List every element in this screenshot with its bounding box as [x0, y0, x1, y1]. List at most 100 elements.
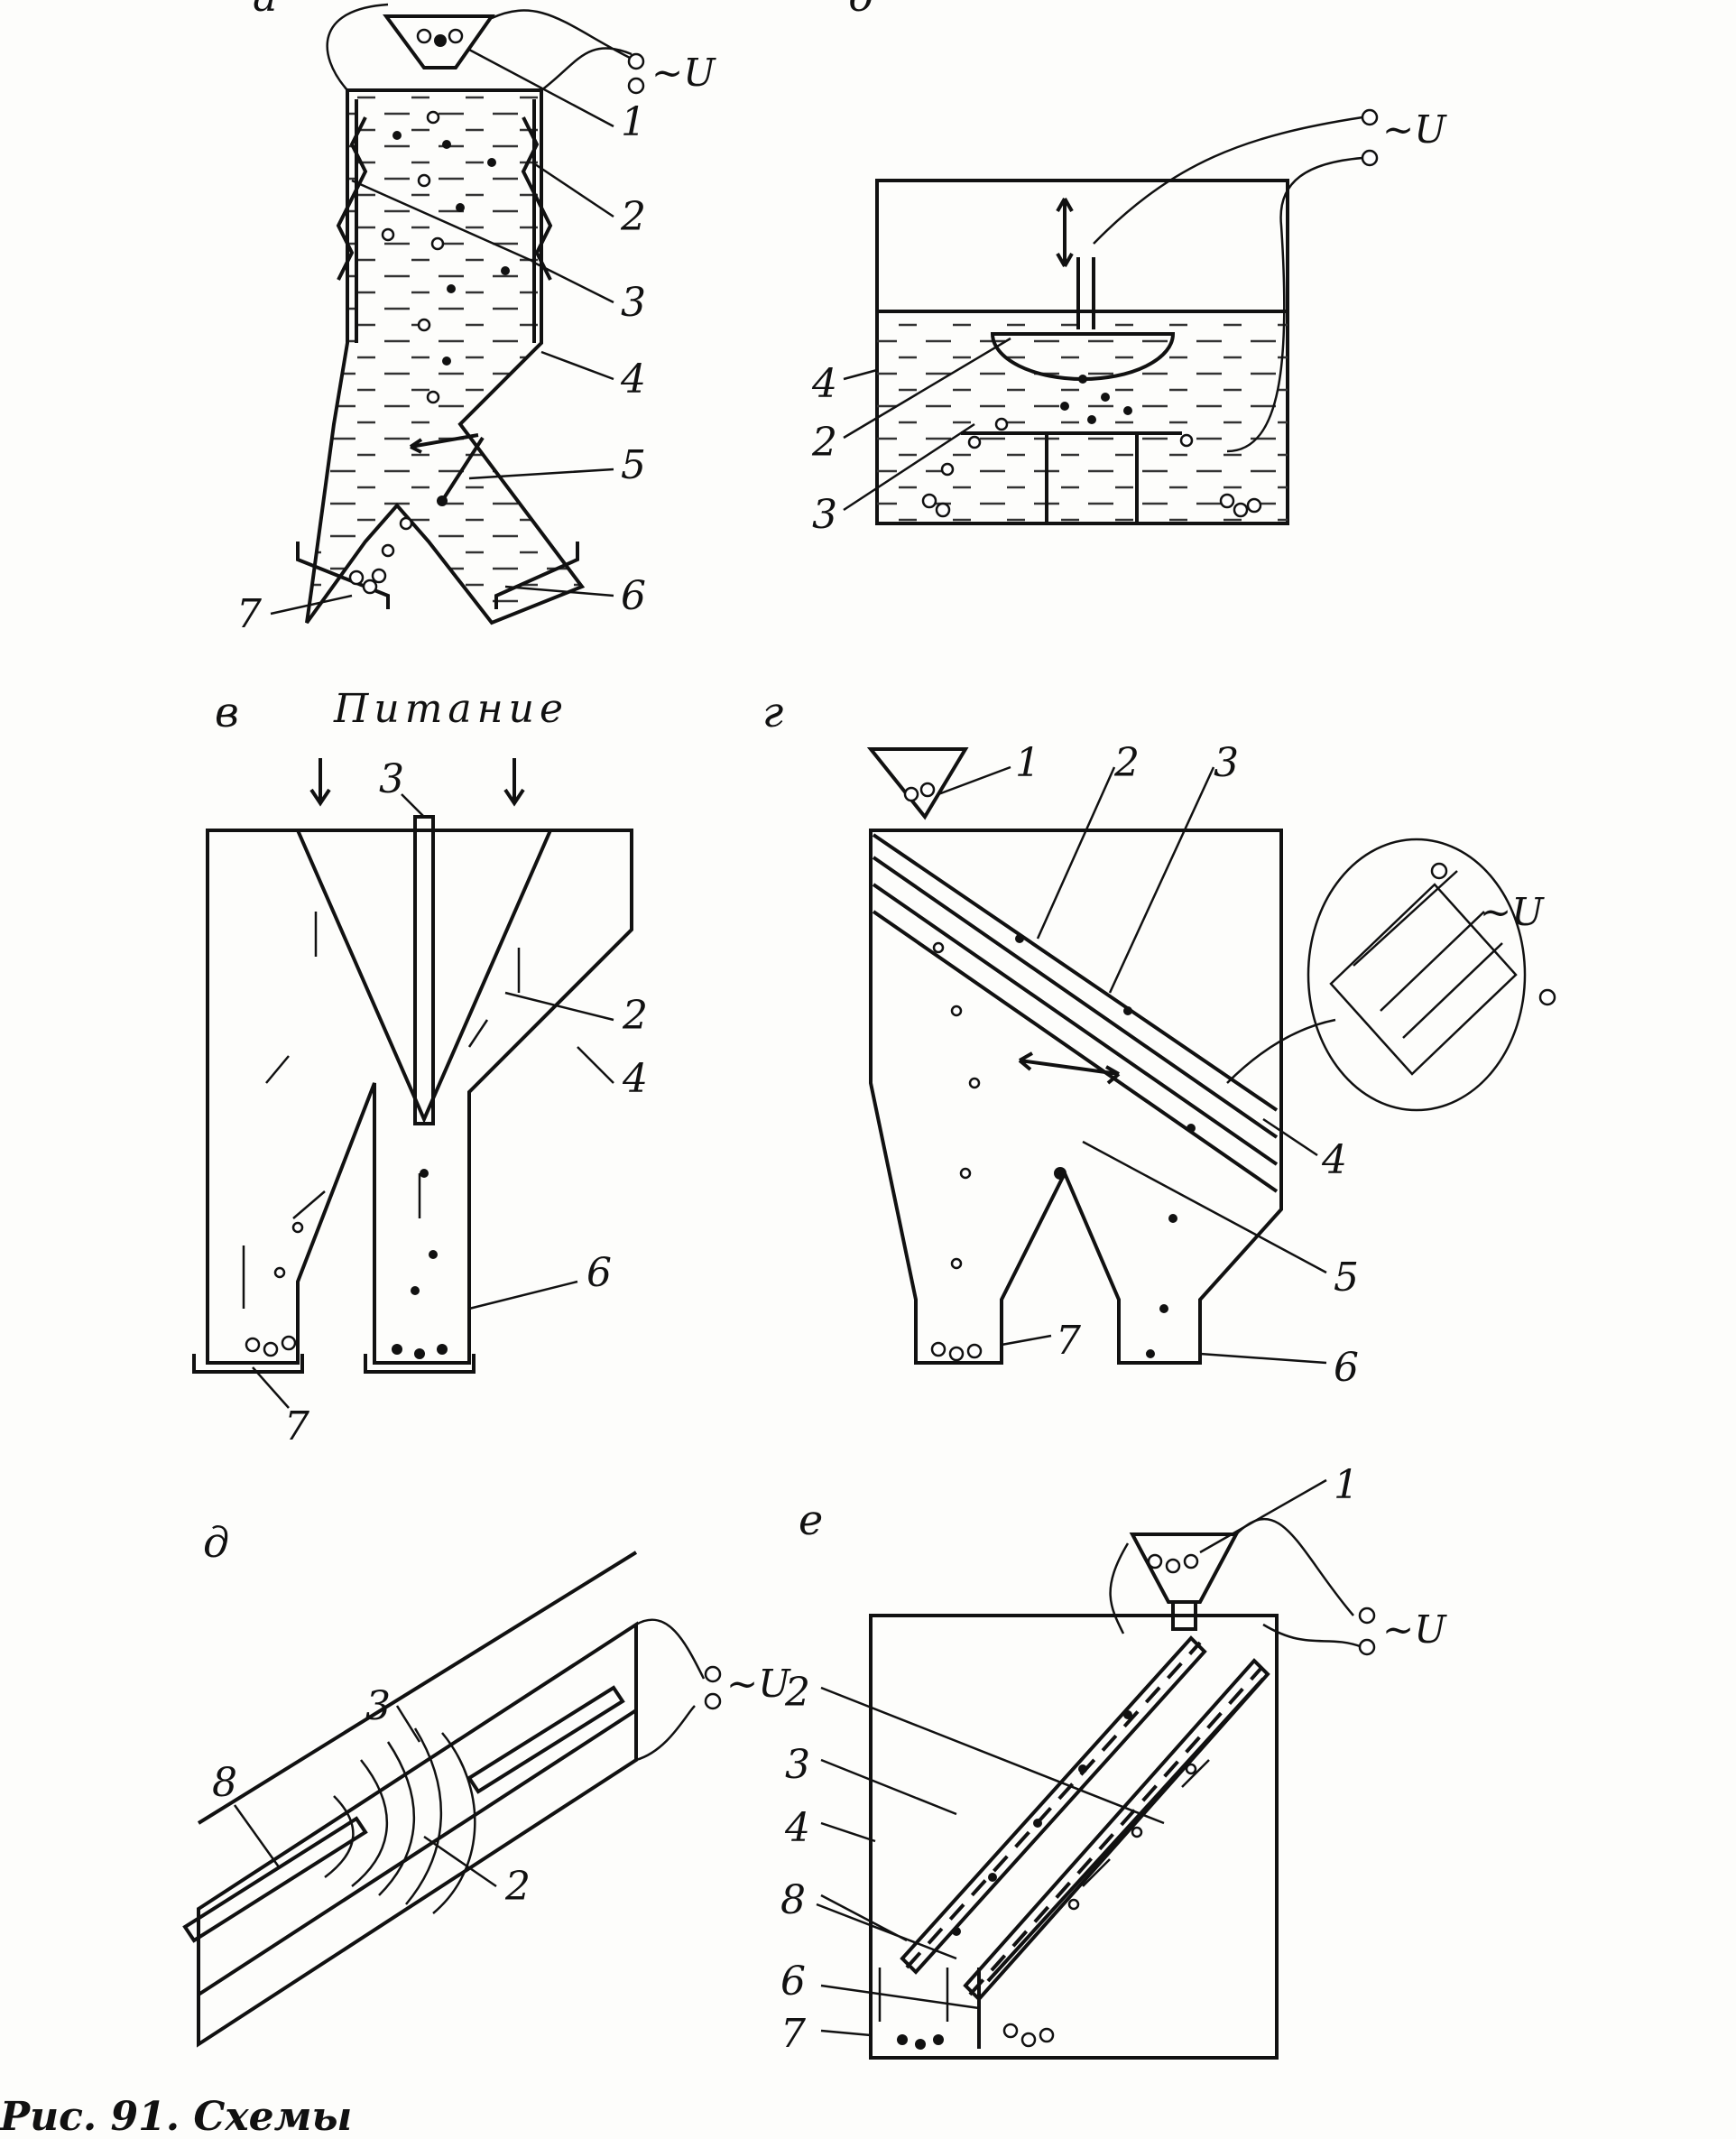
electrode-left [336, 99, 368, 343]
callout-g-6: 6 [1334, 1345, 1359, 1391]
panel-a-letter: а [253, 0, 277, 21]
electrode-right [521, 99, 553, 343]
callout-v-3: 3 [379, 756, 404, 802]
tank-body [206, 829, 633, 1365]
electrode-band-upper [905, 1641, 1202, 1969]
callout-e-2: 2 [784, 1670, 810, 1716]
callout-e-8: 8 [780, 1877, 806, 1923]
voltage-label-d: ~U [726, 1662, 791, 1706]
callout-e-4: 4 [784, 1805, 810, 1851]
callout-v-6: 6 [586, 1250, 612, 1296]
electrode-plates [872, 833, 1279, 1193]
field-lines [324, 1727, 476, 1914]
callout-g-2: 2 [1113, 740, 1140, 786]
pivot-point [1054, 1167, 1067, 1180]
pivot-point [437, 495, 448, 506]
callout-g-7: 7 [1056, 1318, 1081, 1364]
callout-v-7: 7 [284, 1403, 309, 1449]
callout-g-1: 1 [1015, 740, 1040, 786]
voltage-label-g: ~U [1480, 890, 1545, 934]
panel-b-letter: б [848, 0, 874, 21]
double-arrow-icon [1018, 1051, 1121, 1085]
feed-label: Питание [333, 686, 568, 732]
particles [921, 375, 1262, 518]
callout-d-2: 2 [504, 1864, 531, 1910]
panel-a-separator-diagram: а ~U 1 2 3 [236, 0, 716, 637]
wire-2 [1226, 156, 1363, 453]
vertical-arrow-icon [1056, 198, 1074, 267]
electrode-8-upper [900, 1635, 1207, 1975]
callout-a-2: 2 [620, 194, 646, 240]
callout-v-2: 2 [622, 993, 648, 1039]
collector-7 [296, 542, 390, 609]
callout-a-7: 7 [236, 591, 262, 637]
terminal-icon [627, 77, 645, 95]
particles [903, 782, 1196, 1362]
callout-e-3: 3 [785, 1742, 810, 1788]
power-wires [326, 3, 633, 91]
mesh-cone [294, 829, 554, 1124]
callout-a-1: 1 [621, 99, 646, 145]
voltage-label-b: ~U [1382, 107, 1447, 152]
collector-plate [961, 431, 1182, 523]
particles [348, 28, 510, 595]
electrode-8-lower [963, 1658, 1270, 2002]
voltage-label-a: ~U [651, 51, 716, 95]
wire-1 [1093, 116, 1363, 245]
terminal-icon [627, 52, 645, 70]
callout-b-2: 2 [811, 420, 837, 466]
particles [245, 1169, 448, 1359]
callout-a-5: 5 [621, 442, 646, 488]
callout-g-3: 3 [1214, 740, 1239, 786]
callout-b-4: 4 [811, 361, 837, 407]
callout-d-8: 8 [212, 1760, 237, 1806]
panel-v-letter: в [215, 688, 239, 736]
wires [635, 1618, 706, 1762]
panel-v-separator-diagram: в Питание 3 2 4 6 7 [192, 686, 648, 1449]
callout-v-4: 4 [622, 1056, 648, 1102]
electrode-rod [1076, 257, 1095, 329]
trough-edges [197, 1551, 638, 1996]
water-fill [877, 311, 1288, 523]
panel-d-separator-diagram: д ~U 3 8 2 [182, 1518, 791, 2048]
electrode-upper [466, 1685, 625, 1794]
separator-body [305, 88, 586, 625]
electrode-band-lower [968, 1666, 1263, 1996]
voltage-label-e: ~U [1382, 1607, 1447, 1652]
callout-g-4: 4 [1321, 1137, 1347, 1183]
splitter-flap [440, 436, 485, 503]
callout-e-7: 7 [780, 2011, 806, 2057]
collectors [192, 1354, 476, 1374]
callout-e-1: 1 [1334, 1462, 1359, 1508]
callout-b-3: 3 [812, 492, 837, 538]
callout-a-6: 6 [621, 573, 646, 619]
panel-b-separator-diagram: б ~U 4 2 3 [811, 0, 1447, 538]
partition [977, 1677, 1265, 2049]
feed-hopper [866, 747, 969, 820]
particles [897, 1553, 1199, 2050]
panel-e-separator-diagram: е ~U 1 2 3 4 8 6 7 [780, 1462, 1447, 2060]
tank-body [869, 829, 1283, 1365]
inset-detail [1307, 838, 1527, 1112]
diagonal-line [351, 179, 535, 264]
panel-g-letter: г [762, 688, 783, 736]
callout-a-3: 3 [621, 280, 646, 326]
feed-hopper [383, 14, 495, 69]
callout-g-5: 5 [1334, 1255, 1359, 1301]
tank [869, 1614, 1279, 2060]
callout-e-6: 6 [780, 1958, 806, 2005]
panel-g-separator-diagram: г ~U 1 2 3 4 5 6 7 [762, 688, 1556, 1391]
wires [1109, 1517, 1363, 1649]
electrode-lower [182, 1816, 368, 1943]
callout-a-4: 4 [620, 356, 646, 403]
collector-6 [494, 542, 579, 609]
callout-d-3: 3 [365, 1683, 391, 1729]
double-arrow-icon [409, 433, 479, 454]
panel-e-letter: е [799, 1495, 823, 1544]
panel-d-letter: д [203, 1518, 229, 1567]
feed-hopper [1129, 1532, 1240, 1604]
feed-arrows [309, 758, 525, 807]
figure-caption: Рис. 91. Схемы [0, 2094, 352, 2139]
center-electrode [413, 815, 435, 1125]
